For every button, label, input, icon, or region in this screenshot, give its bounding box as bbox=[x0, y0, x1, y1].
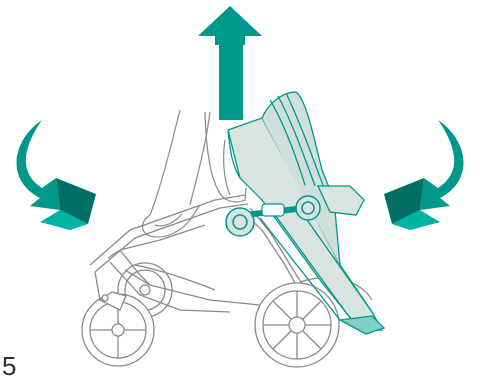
curved-arrow-left-icon bbox=[17, 120, 96, 230]
step-number: 5 bbox=[2, 353, 16, 379]
rear-wheel bbox=[255, 283, 339, 367]
front-wheel bbox=[82, 292, 154, 366]
hinge-lock bbox=[262, 204, 284, 216]
arrow-up-icon bbox=[198, 6, 262, 120]
fold-hinge-left bbox=[226, 208, 254, 236]
fold-hinge-right bbox=[296, 196, 320, 220]
curved-arrow-right-icon bbox=[384, 120, 463, 230]
